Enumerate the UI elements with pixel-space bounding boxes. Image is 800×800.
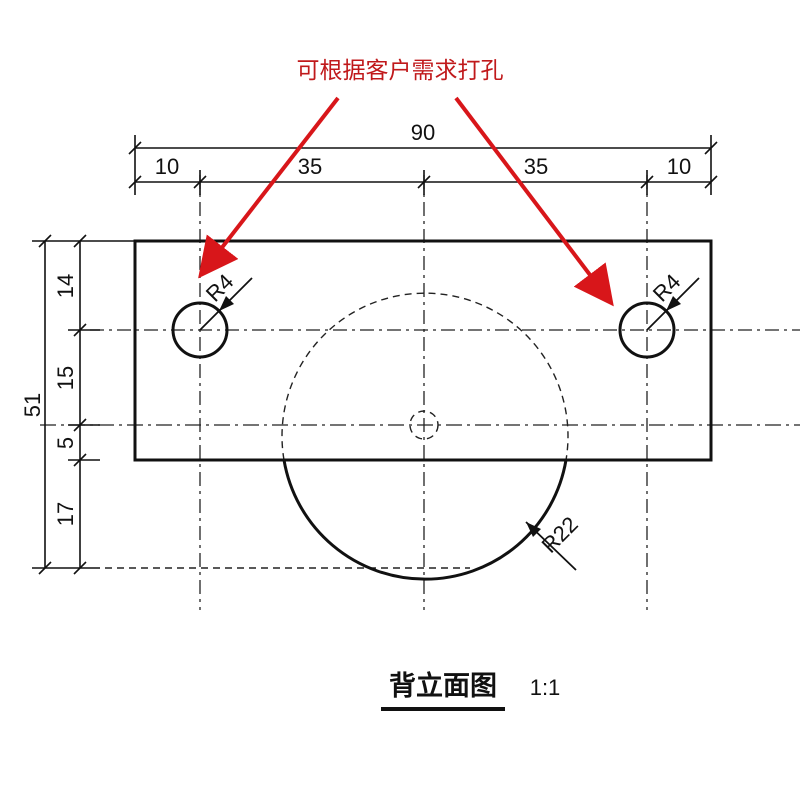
dim-right-span: 35	[524, 154, 548, 179]
view-scale: 1:1	[530, 675, 561, 700]
dim-left-span: 35	[298, 154, 322, 179]
right-mounting-hole	[618, 301, 676, 359]
large-arc-visible	[282, 459, 568, 581]
dim-edge-to-arc-bottom: 17	[53, 502, 78, 526]
radius-arrowheads	[219, 296, 681, 537]
drilling-note: 可根据客户需求打孔	[297, 58, 504, 84]
view-title: 背立面图	[389, 670, 497, 702]
dim-left-margin: 10	[155, 154, 179, 179]
centerlines	[40, 175, 800, 610]
left-hole-radius-label: R4	[201, 269, 239, 307]
dim-center-to-bottom-edge: 5	[53, 437, 78, 449]
dim-overall-width: 90	[411, 120, 435, 145]
left-dimensions	[32, 234, 135, 575]
left-annotation-arrow	[198, 96, 340, 279]
right-hole-radius-label: R4	[648, 269, 686, 307]
dim-holes-to-center: 15	[53, 366, 78, 390]
large-circle-hidden-upper-arc	[281, 292, 569, 461]
annotation-arrows	[198, 96, 614, 307]
top-dimensions	[128, 135, 718, 195]
dim-upper-to-holes: 14	[53, 274, 78, 298]
right-annotation-arrow	[454, 96, 614, 307]
dim-total-height: 51	[20, 393, 45, 417]
dim-right-margin: 10	[667, 154, 691, 179]
center-small-hidden-circle	[409, 410, 439, 440]
left-mounting-hole	[171, 301, 229, 359]
plate-outline	[133, 239, 713, 462]
radius-leaders	[199, 277, 700, 571]
visible-outlines	[133, 239, 713, 581]
hidden-lines	[105, 292, 569, 569]
